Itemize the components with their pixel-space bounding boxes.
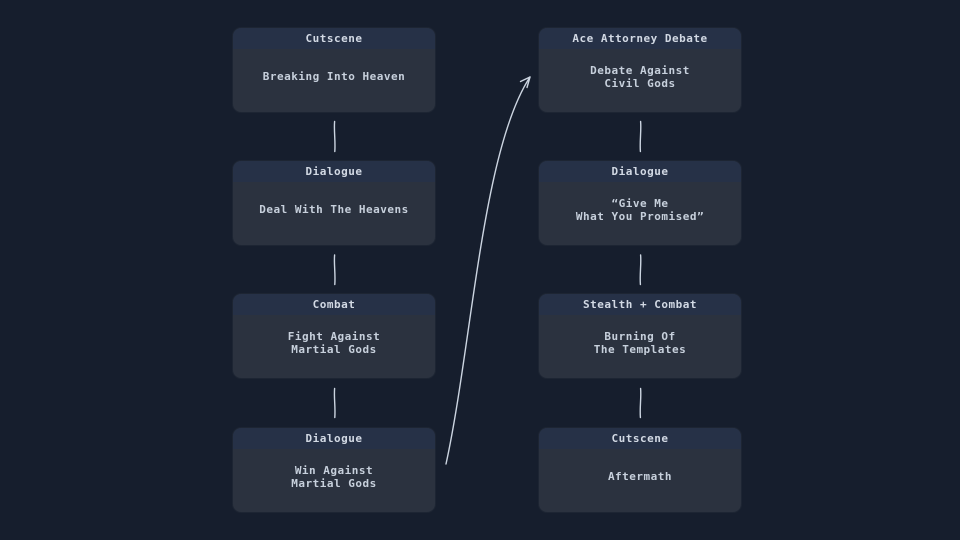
node-title: Breaking Into Heaven — [262, 70, 406, 84]
connector-right-2[interactable] — [639, 254, 642, 286]
node-type-label: Cutscene — [233, 28, 435, 49]
connector-right-1[interactable] — [639, 120, 642, 153]
node-title: Debate Against Civil Gods — [590, 63, 690, 91]
node-title: Deal With The Heavens — [259, 203, 409, 217]
node-win-against-martial-gods[interactable]: Dialogue Win Against Martial Gods — [233, 428, 435, 512]
connector-left-1[interactable] — [333, 120, 336, 153]
node-deal-with-the-heavens[interactable]: Dialogue Deal With The Heavens — [233, 161, 435, 245]
node-type-label: Ace Attorney Debate — [539, 28, 741, 49]
node-fight-against-martial-gods[interactable]: Combat Fight Against Martial Gods — [233, 294, 435, 378]
connector-right-3[interactable] — [639, 387, 642, 419]
node-title: Fight Against Martial Gods — [287, 329, 381, 357]
node-breaking-into-heaven[interactable]: Cutscene Breaking Into Heaven — [233, 28, 435, 112]
node-give-me-what-you-promised[interactable]: Dialogue “Give Me What You Promised” — [539, 161, 741, 245]
node-type-label: Cutscene — [539, 428, 741, 449]
node-type-label: Dialogue — [539, 161, 741, 182]
connector-left-2[interactable] — [333, 254, 336, 286]
node-type-label: Dialogue — [233, 161, 435, 182]
node-aftermath[interactable]: Cutscene Aftermath — [539, 428, 741, 512]
node-debate-against-civil-gods[interactable]: Ace Attorney Debate Debate Against Civil… — [539, 28, 741, 112]
node-title: Burning Of The Templates — [593, 329, 687, 357]
connector-left-3[interactable] — [333, 387, 336, 419]
node-title: “Give Me What You Promised” — [575, 196, 705, 224]
node-type-label: Combat — [233, 294, 435, 315]
curved-arrow[interactable] — [445, 76, 531, 465]
node-type-label: Stealth + Combat — [539, 294, 741, 315]
node-title: Win Against Martial Gods — [291, 463, 377, 491]
node-burning-of-the-templates[interactable]: Stealth + Combat Burning Of The Template… — [539, 294, 741, 378]
node-type-label: Dialogue — [233, 428, 435, 449]
node-title: Aftermath — [607, 470, 673, 484]
